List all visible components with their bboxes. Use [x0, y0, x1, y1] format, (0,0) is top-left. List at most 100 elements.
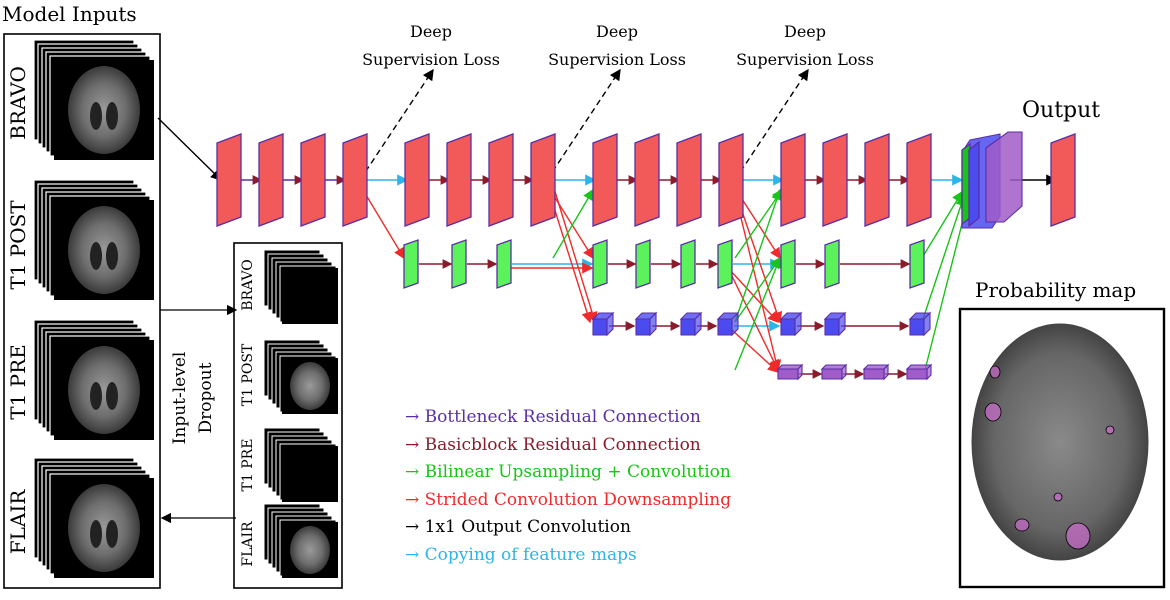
cube-front — [780, 318, 796, 336]
level1-block — [635, 239, 651, 289]
dropout-brain-image — [290, 526, 330, 574]
cube-front — [909, 318, 925, 336]
brain-ventricle — [90, 102, 102, 130]
legend-text: Strided Convolution Downsampling — [424, 489, 732, 510]
level0-block — [864, 133, 890, 227]
level2-block — [679, 311, 703, 337]
deep-supervision-line2: Supervision Loss — [736, 50, 874, 69]
legend-item-bottleneck: → Bottleneck Residual Connection — [405, 404, 731, 432]
input-scan-stack — [33, 39, 154, 160]
brain-ventricle — [106, 520, 118, 548]
cube-front — [680, 318, 696, 336]
cube-front — [717, 318, 733, 336]
level1-block — [403, 239, 419, 289]
down-2-3 — [731, 329, 780, 373]
legend-arrow: → — [405, 434, 425, 455]
brain-ventricle — [106, 242, 118, 270]
dropout-brain-image — [290, 362, 330, 410]
level2-block — [716, 311, 740, 337]
level1-block — [780, 239, 796, 289]
level0-block — [216, 133, 242, 227]
cube-front — [821, 368, 843, 380]
level2-block — [634, 311, 658, 337]
legend: → Bottleneck Residual Connection → Basic… — [405, 404, 731, 569]
supervision-arrow-1 — [359, 68, 434, 181]
deep-supervision-label-3: Deep Supervision Loss — [726, 18, 884, 74]
cube-side — [797, 363, 803, 381]
cube-side — [838, 311, 846, 337]
output-stack-blue — [968, 140, 980, 228]
input-scan-stack — [33, 319, 154, 440]
dropout-front — [282, 268, 338, 324]
up-2-out — [921, 194, 967, 323]
deep-supervision-line2: Supervision Loss — [362, 50, 500, 69]
level0-block — [446, 133, 472, 227]
level2-block — [779, 311, 803, 337]
cube-side — [883, 363, 889, 381]
up-2-0 — [734, 188, 783, 323]
brain-ventricle — [106, 102, 118, 130]
level1-block — [824, 239, 840, 289]
brain-ventricle — [90, 520, 102, 548]
deep-supervision-label-1: Deep Supervision Loss — [352, 18, 510, 74]
model-inputs-title: Model Inputs — [2, 2, 137, 26]
up-1-0c — [734, 188, 783, 259]
cube-front — [777, 368, 799, 380]
legend-item-basicblock: → Basicblock Residual Connection — [405, 432, 731, 460]
cube-side — [731, 311, 739, 337]
brain-image — [68, 66, 140, 154]
lesion-marker — [989, 365, 1001, 379]
cube-side — [606, 311, 614, 337]
cube-side — [841, 363, 847, 381]
deep-supervision-line1: Deep — [409, 22, 452, 41]
level0-block — [676, 133, 702, 227]
down-1-2c — [727, 267, 779, 324]
input-level-dropout-label-2: Dropout — [196, 362, 216, 434]
dropout-scan-stack — [263, 427, 338, 502]
level3-block — [776, 363, 804, 381]
input-label-bravo: BRAVO — [6, 66, 30, 140]
cube-front — [906, 368, 928, 380]
dropout-scan-stack — [263, 339, 338, 414]
level0-block — [488, 133, 514, 227]
dropout-panel — [233, 242, 343, 589]
level0-block — [258, 133, 284, 227]
lesion-marker — [984, 402, 1002, 422]
probability-map-panel — [958, 307, 1166, 589]
lesion-marker — [1105, 425, 1115, 435]
level0-block — [404, 133, 430, 227]
legend-item-output-conv: → 1x1 Output Convolution — [405, 514, 731, 542]
brain-image — [68, 346, 140, 434]
legend-arrow: → — [405, 407, 425, 427]
probability-brain-image — [971, 323, 1149, 561]
down-1-3 — [727, 267, 779, 372]
brain-ventricle — [106, 382, 118, 410]
cube-side — [926, 363, 932, 381]
legend-item-copying: → Copying of feature maps — [405, 542, 731, 570]
level0-block — [300, 133, 326, 227]
cube-front — [592, 318, 608, 336]
output-title: Output — [1022, 98, 1101, 123]
up-1-0 — [552, 188, 594, 259]
level0-block — [592, 133, 618, 227]
level3-block — [862, 363, 890, 381]
dropout-front — [282, 446, 338, 502]
cube-front — [635, 318, 651, 336]
legend-item-downsampling: → Strided Convolution Downsampling — [405, 487, 731, 515]
cube-side — [923, 311, 931, 337]
deep-supervision-label-2: Deep Supervision Loss — [538, 18, 696, 74]
output-stack-purple — [985, 131, 1023, 223]
brain-image — [68, 484, 140, 572]
level0-block — [780, 133, 806, 227]
input-label-t1pre: T1 PRE — [6, 344, 30, 420]
input-scan-stack — [33, 457, 154, 578]
cube-side — [694, 311, 702, 337]
input-to-network-arrow — [157, 117, 222, 181]
level0-block — [342, 133, 368, 227]
level3-block — [905, 363, 933, 381]
cube-front — [824, 318, 840, 336]
dropout-scan-stack — [263, 503, 338, 578]
level1-block — [451, 239, 467, 289]
